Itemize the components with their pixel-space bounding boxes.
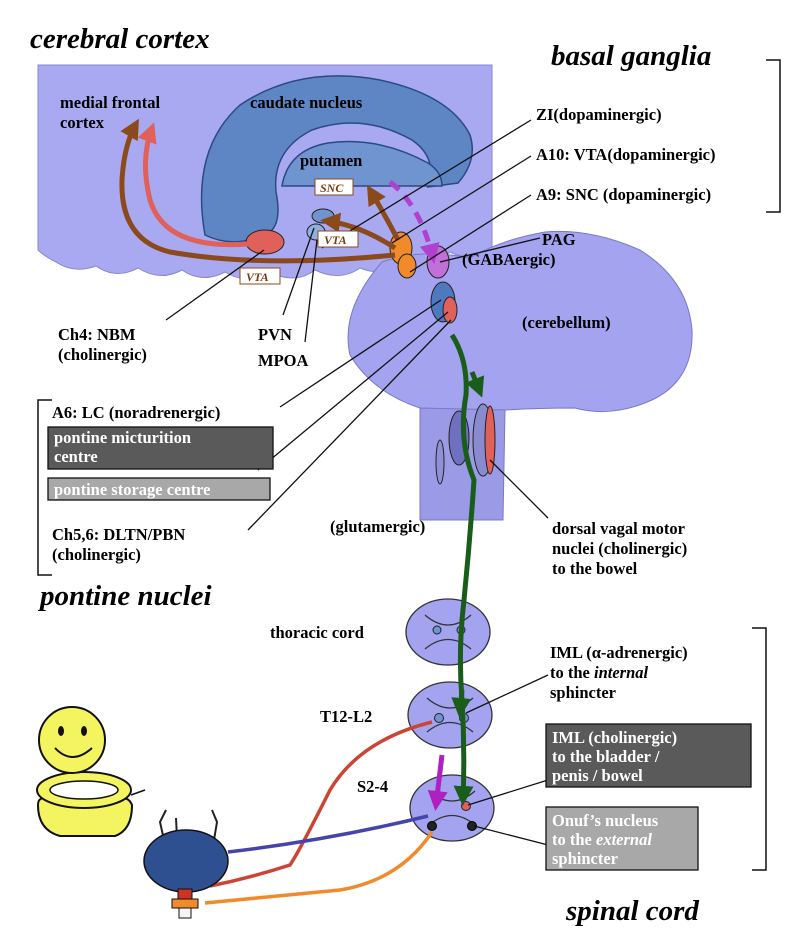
label-onuf: Onuf’s nucleus	[552, 811, 659, 830]
label-zi: ZI(dopaminergic)	[536, 105, 662, 124]
t12-l2-cord-segment	[407, 681, 493, 749]
toilet-smiley-icon	[36, 706, 146, 837]
label-ch56-2: (cholinergic)	[52, 545, 141, 564]
tag-vta-upper: VTA	[324, 233, 347, 247]
label-storage: pontine storage centre	[54, 480, 210, 499]
storage-centre-box	[47, 477, 271, 501]
caudate-nucleus	[200, 75, 473, 243]
vta-snc-nucleus-2	[397, 253, 417, 279]
label-a10: A10: VTA(dopaminergic)	[536, 145, 716, 164]
label-t12: T12-L2	[320, 707, 372, 726]
label-pvn: PVN	[258, 325, 292, 344]
sympathetic-nerve	[209, 720, 433, 888]
label-ch4-2: (cholinergic)	[58, 345, 147, 364]
label-medial-frontal: medial frontal	[60, 93, 160, 112]
tag-vta-lower: VTA	[246, 270, 269, 284]
label-ch4: Ch4: NBM	[58, 325, 136, 344]
label-a6: A6: LC (noradrenergic)	[52, 403, 220, 422]
label-s2: S2-4	[357, 777, 388, 796]
label-iml-alpha-2: to the internal	[550, 663, 649, 682]
vagal-nucleus-4	[435, 439, 445, 485]
label-caudate: caudate nucleus	[250, 93, 363, 112]
section-brackets	[37, 59, 781, 871]
dopamine-putamen-arrow	[366, 184, 401, 242]
cholinergic-return-arrow	[137, 122, 249, 248]
thoracic-cord-segment	[405, 598, 491, 666]
title-basal-ganglia: basal ganglia	[551, 40, 711, 72]
title-spinal-cord: spinal cord	[565, 895, 699, 927]
bladder	[143, 809, 229, 919]
label-putamen: putamen	[300, 151, 362, 170]
gaba-arrow	[388, 180, 440, 264]
vagal-nucleus-3	[484, 405, 496, 475]
label-vagal-2: nuclei (cholinergic)	[552, 539, 687, 558]
label-micturition: pontine micturition	[54, 428, 191, 447]
label-a9: A9: SNC (dopaminergic)	[536, 185, 711, 204]
label-micturition-2: centre	[54, 447, 98, 466]
title-cerebral-cortex: cerebral cortex	[30, 23, 210, 55]
tag-snc: SNC	[320, 181, 344, 195]
label-thoracic: thoracic cord	[270, 623, 364, 642]
sacral-arrow	[427, 754, 448, 811]
label-onuf-2: to the external	[552, 830, 652, 849]
s2-4-cord-segment	[409, 774, 495, 842]
label-vagal-3: to the bowel	[552, 559, 638, 578]
onuf-nucleus-box	[545, 806, 699, 871]
iml-cholinergic-box	[545, 723, 752, 788]
label-pag: PAG	[542, 230, 576, 249]
label-iml-chol-3: penis / bowel	[552, 766, 643, 785]
label-iml-chol-2: to the bladder /	[552, 747, 660, 766]
brainstem	[347, 230, 693, 521]
title-pontine-nuclei: pontine nuclei	[37, 580, 212, 612]
label-medial-frontal-2: cortex	[60, 113, 105, 132]
leader-lines	[165, 119, 549, 846]
label-iml-alpha: IML (α-adrenergic)	[550, 643, 688, 662]
label-onuf-3: sphincter	[552, 849, 618, 868]
dopamine-vta-arrow	[320, 212, 397, 251]
somatic-nerve	[204, 831, 434, 905]
label-glutamergic: (glutamergic)	[330, 517, 425, 536]
micturition-centre-box	[47, 426, 274, 470]
putamen	[281, 140, 443, 187]
label-vagal: dorsal vagal motor	[552, 519, 685, 538]
label-ch56: Ch5,6: DLTN/PBN	[52, 525, 185, 544]
micturition-centre-nucleus	[442, 296, 458, 324]
label-iml-alpha-3: sphincter	[550, 683, 616, 702]
nbm-nucleus	[245, 229, 285, 255]
label-iml-chol: IML (cholinergic)	[552, 728, 677, 747]
label-cerebellum: (cerebellum)	[522, 313, 611, 332]
parasympathetic-nerve	[227, 814, 429, 854]
label-mpoa: MPOA	[258, 351, 308, 370]
label-pag-2: (GABAergic)	[462, 250, 555, 269]
